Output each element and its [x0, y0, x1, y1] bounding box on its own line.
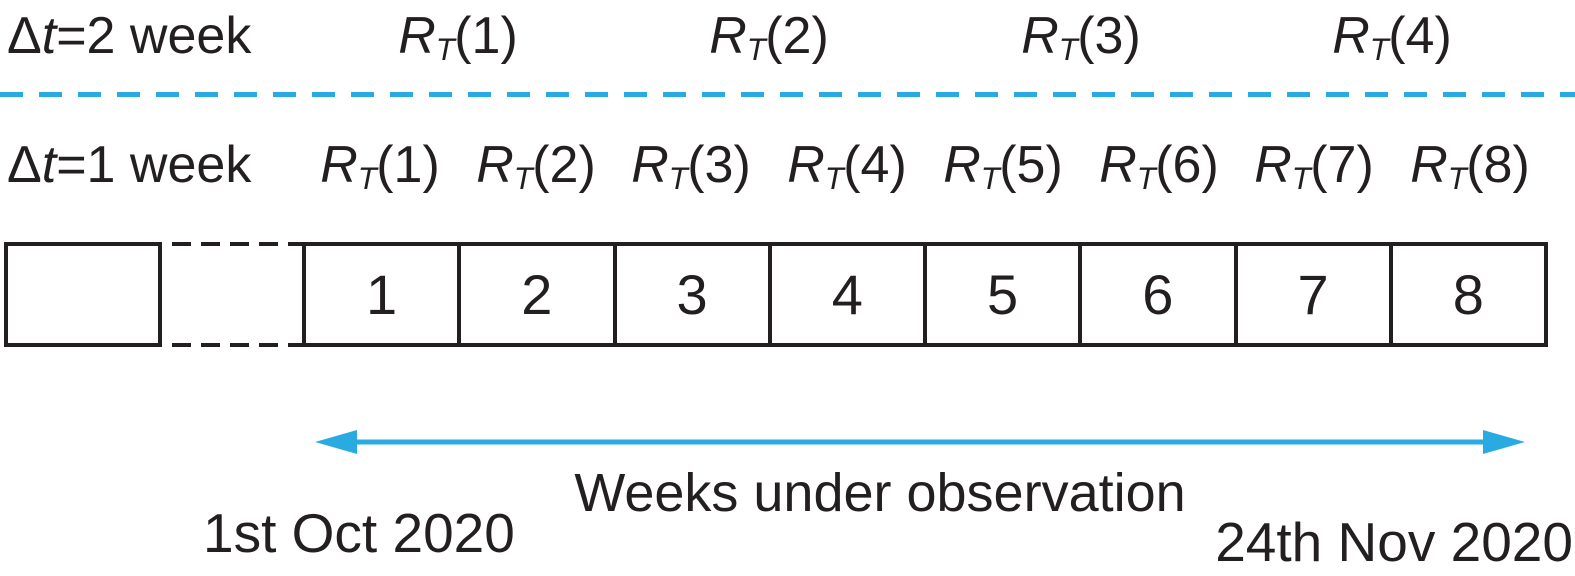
interval-value: =2 week [56, 7, 252, 65]
week-cell-2: 2 [457, 246, 612, 343]
rt-label-1week-3: RT(3) [631, 136, 751, 196]
two-week-label-row: Δt=2 week RT(1) RT(2) RT(3) RT(4) [0, 6, 1575, 67]
week-cell-4: 4 [767, 246, 923, 343]
rt-label-2week-4: RT(4) [1332, 7, 1452, 67]
week-cell-7: 7 [1233, 246, 1389, 343]
interval-label-1week: Δt=1 week [7, 135, 251, 195]
right-arrowhead-icon [1483, 430, 1525, 454]
time-variable: t [41, 136, 57, 194]
week-cell-8: 8 [1388, 246, 1544, 343]
rt-label-2week-1: RT(1) [398, 7, 518, 67]
start-date-label: 1st Oct 2020 [203, 502, 515, 564]
rt-label-2week-2: RT(2) [709, 7, 829, 67]
interval-label-2week: Δt=2 week [7, 6, 251, 66]
week-cell-5: 5 [923, 246, 1078, 343]
rt-label-1week-6: RT(6) [1099, 136, 1219, 196]
one-week-label-row: Δt=1 week RT(1) RT(2) RT(3) RT(4) RT(5) … [0, 135, 1575, 196]
week-boxes-row: 1 2 3 4 5 6 7 8 [302, 242, 1548, 347]
observation-span-arrow [315, 430, 1525, 454]
rt-label-2week-3: RT(3) [1021, 7, 1141, 67]
rt-label-1week-7: RT(7) [1254, 136, 1374, 196]
rt-label-1week-2: RT(2) [476, 136, 596, 196]
timeline-gap-dashed-top [162, 242, 302, 246]
delta-glyph: Δ [7, 7, 42, 65]
week-cell-1: 1 [366, 263, 398, 326]
end-date-label: 24th Nov 2020 [1215, 511, 1573, 573]
rt-label-1week-8: RT(8) [1410, 136, 1530, 196]
pre-observation-box [4, 242, 162, 347]
interval-value: =1 week [56, 136, 252, 194]
time-variable: t [41, 7, 57, 65]
rt-label-1week-4: RT(4) [787, 136, 907, 196]
rt-label-1week-1: RT(1) [320, 136, 440, 196]
rt-label-1week-5: RT(5) [943, 136, 1063, 196]
delta-glyph: Δ [7, 136, 42, 194]
timeline-gap-dashed-bottom [162, 343, 302, 347]
week-cell-3: 3 [612, 246, 768, 343]
observation-caption: Weeks under observation [574, 463, 1186, 523]
dashed-separator-line [0, 92, 1575, 97]
week-cell-6: 6 [1078, 246, 1233, 343]
left-arrowhead-icon [315, 430, 357, 454]
